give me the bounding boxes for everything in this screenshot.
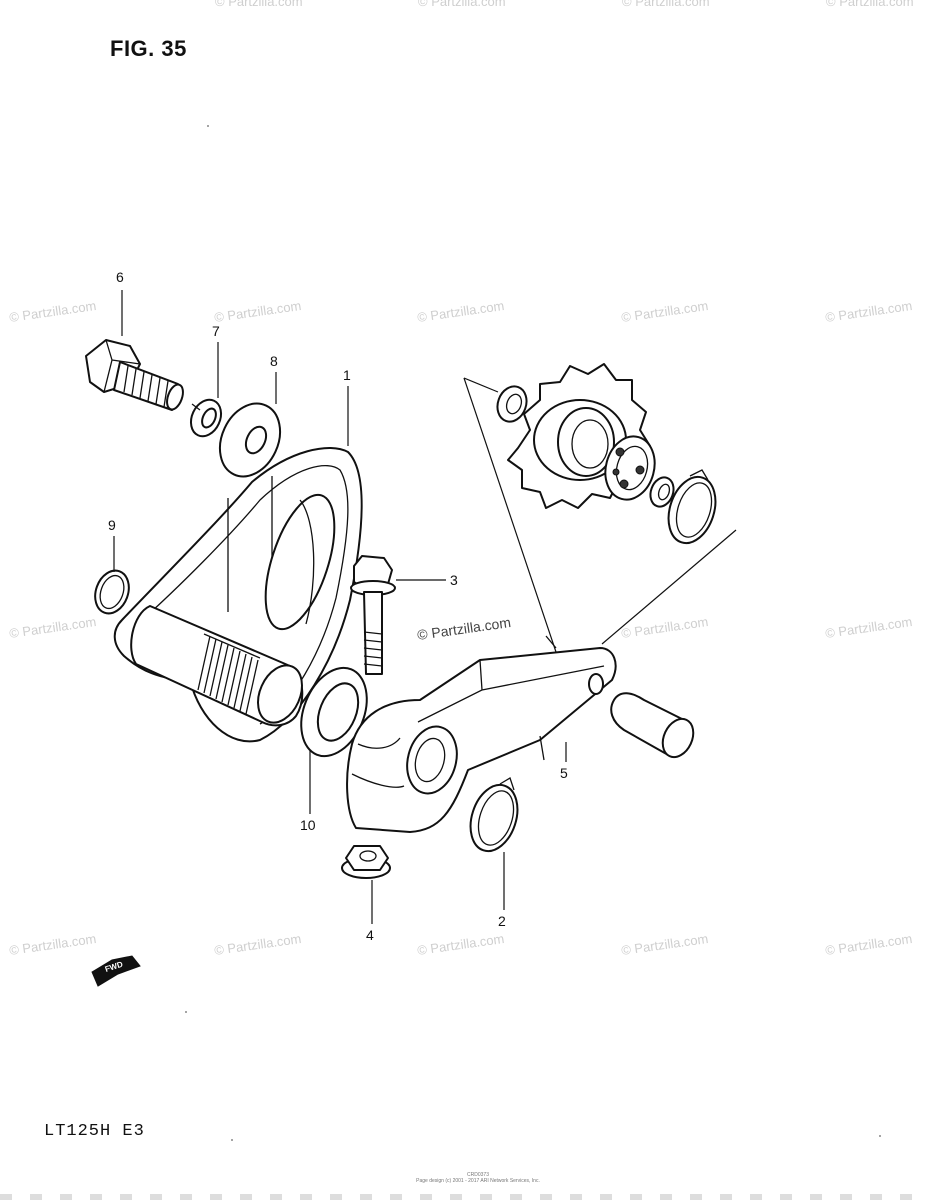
part-4-flange-nut[interactable] xyxy=(341,845,391,879)
watermark-text: © Partzilla.com xyxy=(8,614,97,641)
part-6-hex-bolt[interactable] xyxy=(85,339,186,412)
callout-9: 9 xyxy=(108,517,116,533)
figure-title: FIG. 35 xyxy=(110,36,187,61)
watermark-text: © Partzilla.com xyxy=(620,298,709,325)
part-8-flat-washer[interactable] xyxy=(209,394,292,487)
page-bottom-edge xyxy=(0,1194,927,1200)
watermark-text: © Partzilla.com xyxy=(824,931,913,958)
watermark-text: © Partzilla.com xyxy=(416,931,505,958)
watermark-text: © Partzilla.com xyxy=(416,298,505,325)
model-code: LT125H E3 xyxy=(44,1122,145,1141)
callout-numbers: 6 7 8 1 9 3 10 4 5 2 xyxy=(108,269,568,943)
roller-axle-pin[interactable] xyxy=(610,692,699,762)
part-7-lock-washer[interactable] xyxy=(185,395,226,441)
part-9-o-ring[interactable] xyxy=(89,566,134,618)
part-1-splined-shaft[interactable] xyxy=(130,605,310,730)
part-3-flange-bolt[interactable] xyxy=(350,555,396,675)
footer-code: CRD0373 xyxy=(467,1172,489,1178)
callout-4: 4 xyxy=(366,927,374,943)
watermark-text: © Partzilla.com xyxy=(418,0,506,9)
callout-3: 3 xyxy=(450,572,458,588)
watermark-text: © Partzilla.com xyxy=(8,298,97,325)
footer-credit: CRD0373 Page design (c) 2001 - 2017 ARI … xyxy=(398,1172,558,1184)
part-5-tensioner-arm[interactable] xyxy=(346,635,617,833)
watermark-center: © Partzilla.com xyxy=(416,614,512,643)
watermark-text: © Partzilla.com xyxy=(620,931,709,958)
callout-2: 2 xyxy=(498,913,506,929)
watermark-text: © Partzilla.com xyxy=(215,0,303,9)
callout-7: 7 xyxy=(212,323,220,339)
callout-8: 8 xyxy=(270,353,278,369)
watermark-text: © Partzilla.com xyxy=(826,0,914,9)
callout-leaders xyxy=(113,290,567,924)
watermark-text: © Partzilla.com xyxy=(213,298,302,325)
callout-10: 10 xyxy=(300,817,316,833)
watermark-text: © Partzilla.com xyxy=(824,298,913,325)
watermark-text: © Partzilla.com xyxy=(824,614,913,641)
fwd-arrow-icon: FWD xyxy=(91,955,141,987)
footer-copyright: Page design (c) 2001 - 2017 ARI Network … xyxy=(416,1178,540,1184)
callout-1: 1 xyxy=(343,367,351,383)
callout-5: 5 xyxy=(560,765,568,781)
watermark-text: © Partzilla.com xyxy=(213,931,302,958)
watermark-text: © Partzilla.com xyxy=(620,614,709,641)
part-2-circlip[interactable] xyxy=(463,777,526,857)
watermark-grid: © Partzilla.com © Partzilla.com © Partzi… xyxy=(8,0,913,958)
watermark-text: © Partzilla.com xyxy=(8,931,97,958)
assembly-bracket-lines xyxy=(463,377,737,653)
part-10-thrust-washer[interactable] xyxy=(289,658,379,766)
callout-6: 6 xyxy=(116,269,124,285)
roller-sprocket-assembly[interactable] xyxy=(493,363,724,549)
watermark-text: © Partzilla.com xyxy=(622,0,710,9)
